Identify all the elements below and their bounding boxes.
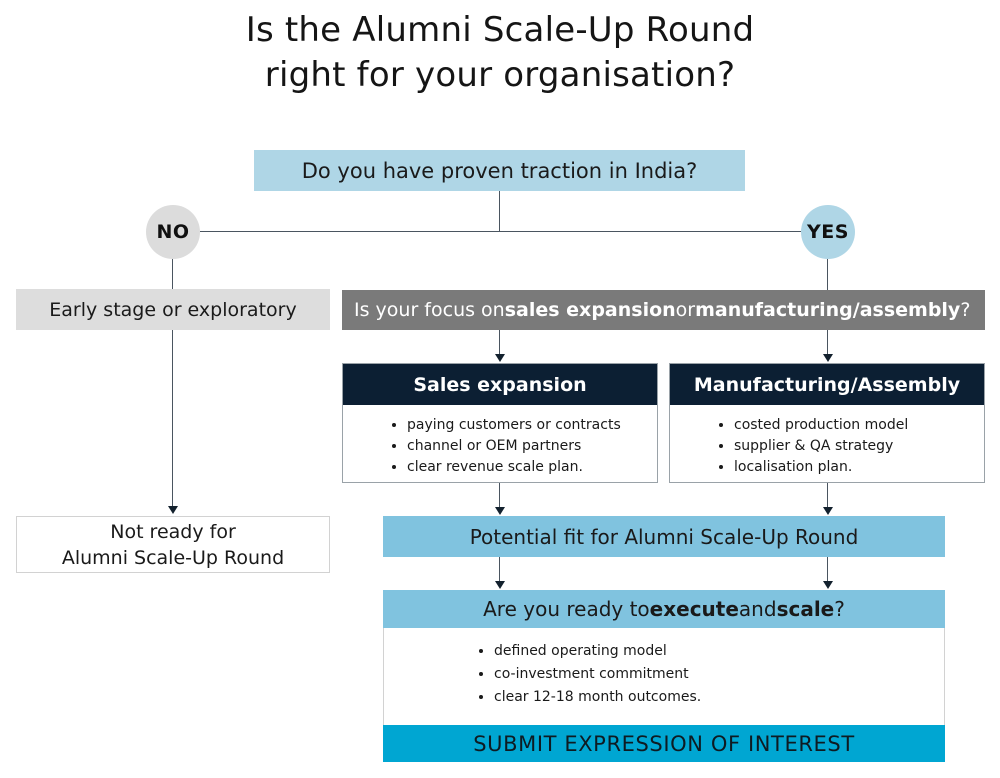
arrow-sales-to-potential bbox=[495, 507, 505, 515]
focus-question-prefix: Is your focus on bbox=[354, 299, 505, 321]
list-item: clear revenue scale plan. bbox=[407, 457, 657, 478]
arrow-potential-to-readiness-right bbox=[823, 581, 833, 589]
focus-question-bar: Is your focus on sales expansion or manu… bbox=[342, 290, 985, 330]
arrow-early-to-notready bbox=[168, 506, 178, 514]
submit-expression-of-interest-button[interactable]: SUBMIT EXPRESSION OF INTEREST bbox=[383, 725, 945, 762]
readiness-question: Are you ready to execute and scale? bbox=[383, 590, 945, 628]
branch-no-circle: NO bbox=[146, 205, 200, 259]
top-question-box: Do you have proven traction in India? bbox=[254, 150, 745, 191]
connector-potential-to-readiness-right bbox=[827, 557, 829, 583]
connector-top-stem bbox=[499, 191, 501, 232]
focus-question-middle: or bbox=[675, 299, 696, 321]
readiness-question-middle: and bbox=[738, 597, 777, 621]
list-item: paying customers or contracts bbox=[407, 415, 657, 436]
early-stage-box: Early stage or exploratory bbox=[16, 289, 330, 330]
arrow-focus-to-sales bbox=[495, 354, 505, 362]
readiness-question-bold-scale: scale bbox=[776, 597, 835, 621]
list-item: defined operating model bbox=[494, 640, 944, 663]
readiness-question-bold-execute: execute bbox=[649, 597, 739, 621]
list-item: co-investment commitment bbox=[494, 663, 944, 686]
readiness-checklist: defined operating model co-investment co… bbox=[383, 628, 945, 725]
card-manufacturing-body: costed production model supplier & QA st… bbox=[670, 405, 984, 488]
list-item: channel or OEM partners bbox=[407, 436, 657, 457]
title-line-2: right for your organisation? bbox=[264, 55, 736, 95]
focus-question-bold-sales: sales expansion bbox=[504, 299, 676, 321]
connector-manufacturing-to-potential bbox=[827, 483, 829, 509]
connector-early-to-notready bbox=[172, 330, 174, 508]
readiness-question-suffix: ? bbox=[834, 597, 845, 621]
connector-to-no bbox=[200, 231, 500, 233]
title-line-1: Is the Alumni Scale-Up Round bbox=[245, 10, 755, 50]
list-item: supplier & QA strategy bbox=[734, 436, 984, 457]
arrow-manufacturing-to-potential bbox=[823, 507, 833, 515]
arrow-potential-to-readiness-left bbox=[495, 581, 505, 589]
connector-potential-to-readiness-left bbox=[499, 557, 501, 583]
connector-focus-to-sales bbox=[499, 330, 501, 356]
connector-yes-down bbox=[827, 259, 829, 290]
not-ready-line-1: Not ready for bbox=[110, 520, 236, 543]
connector-focus-to-manufacturing bbox=[827, 330, 829, 356]
readiness-block: Are you ready to execute and scale? defi… bbox=[383, 590, 945, 762]
list-item: costed production model bbox=[734, 415, 984, 436]
card-sales-heading: Sales expansion bbox=[343, 364, 657, 405]
potential-fit-bar: Potential fit for Alumni Scale-Up Round bbox=[383, 516, 945, 557]
list-item: localisation plan. bbox=[734, 457, 984, 478]
not-ready-box: Not ready for Alumni Scale-Up Round bbox=[16, 516, 330, 573]
card-manufacturing-assembly: Manufacturing/Assembly costed production… bbox=[669, 363, 985, 483]
connector-no-down bbox=[172, 259, 174, 289]
readiness-question-prefix: Are you ready to bbox=[483, 597, 650, 621]
card-manufacturing-heading: Manufacturing/Assembly bbox=[670, 364, 984, 405]
arrow-focus-to-manufacturing bbox=[823, 354, 833, 362]
branch-yes-circle: YES bbox=[801, 205, 855, 259]
connector-sales-to-potential bbox=[499, 483, 501, 509]
card-sales-expansion: Sales expansion paying customers or cont… bbox=[342, 363, 658, 483]
list-item: clear 12-18 month outcomes. bbox=[494, 686, 944, 709]
not-ready-line-2: Alumni Scale-Up Round bbox=[61, 546, 285, 569]
card-sales-body: paying customers or contracts channel or… bbox=[343, 405, 657, 488]
focus-question-bold-manufacturing: manufacturing/assembly bbox=[695, 299, 961, 321]
connector-to-yes bbox=[499, 231, 801, 233]
focus-question-suffix: ? bbox=[960, 299, 971, 321]
page-title: Is the Alumni Scale-Up Round right for y… bbox=[0, 8, 1000, 98]
